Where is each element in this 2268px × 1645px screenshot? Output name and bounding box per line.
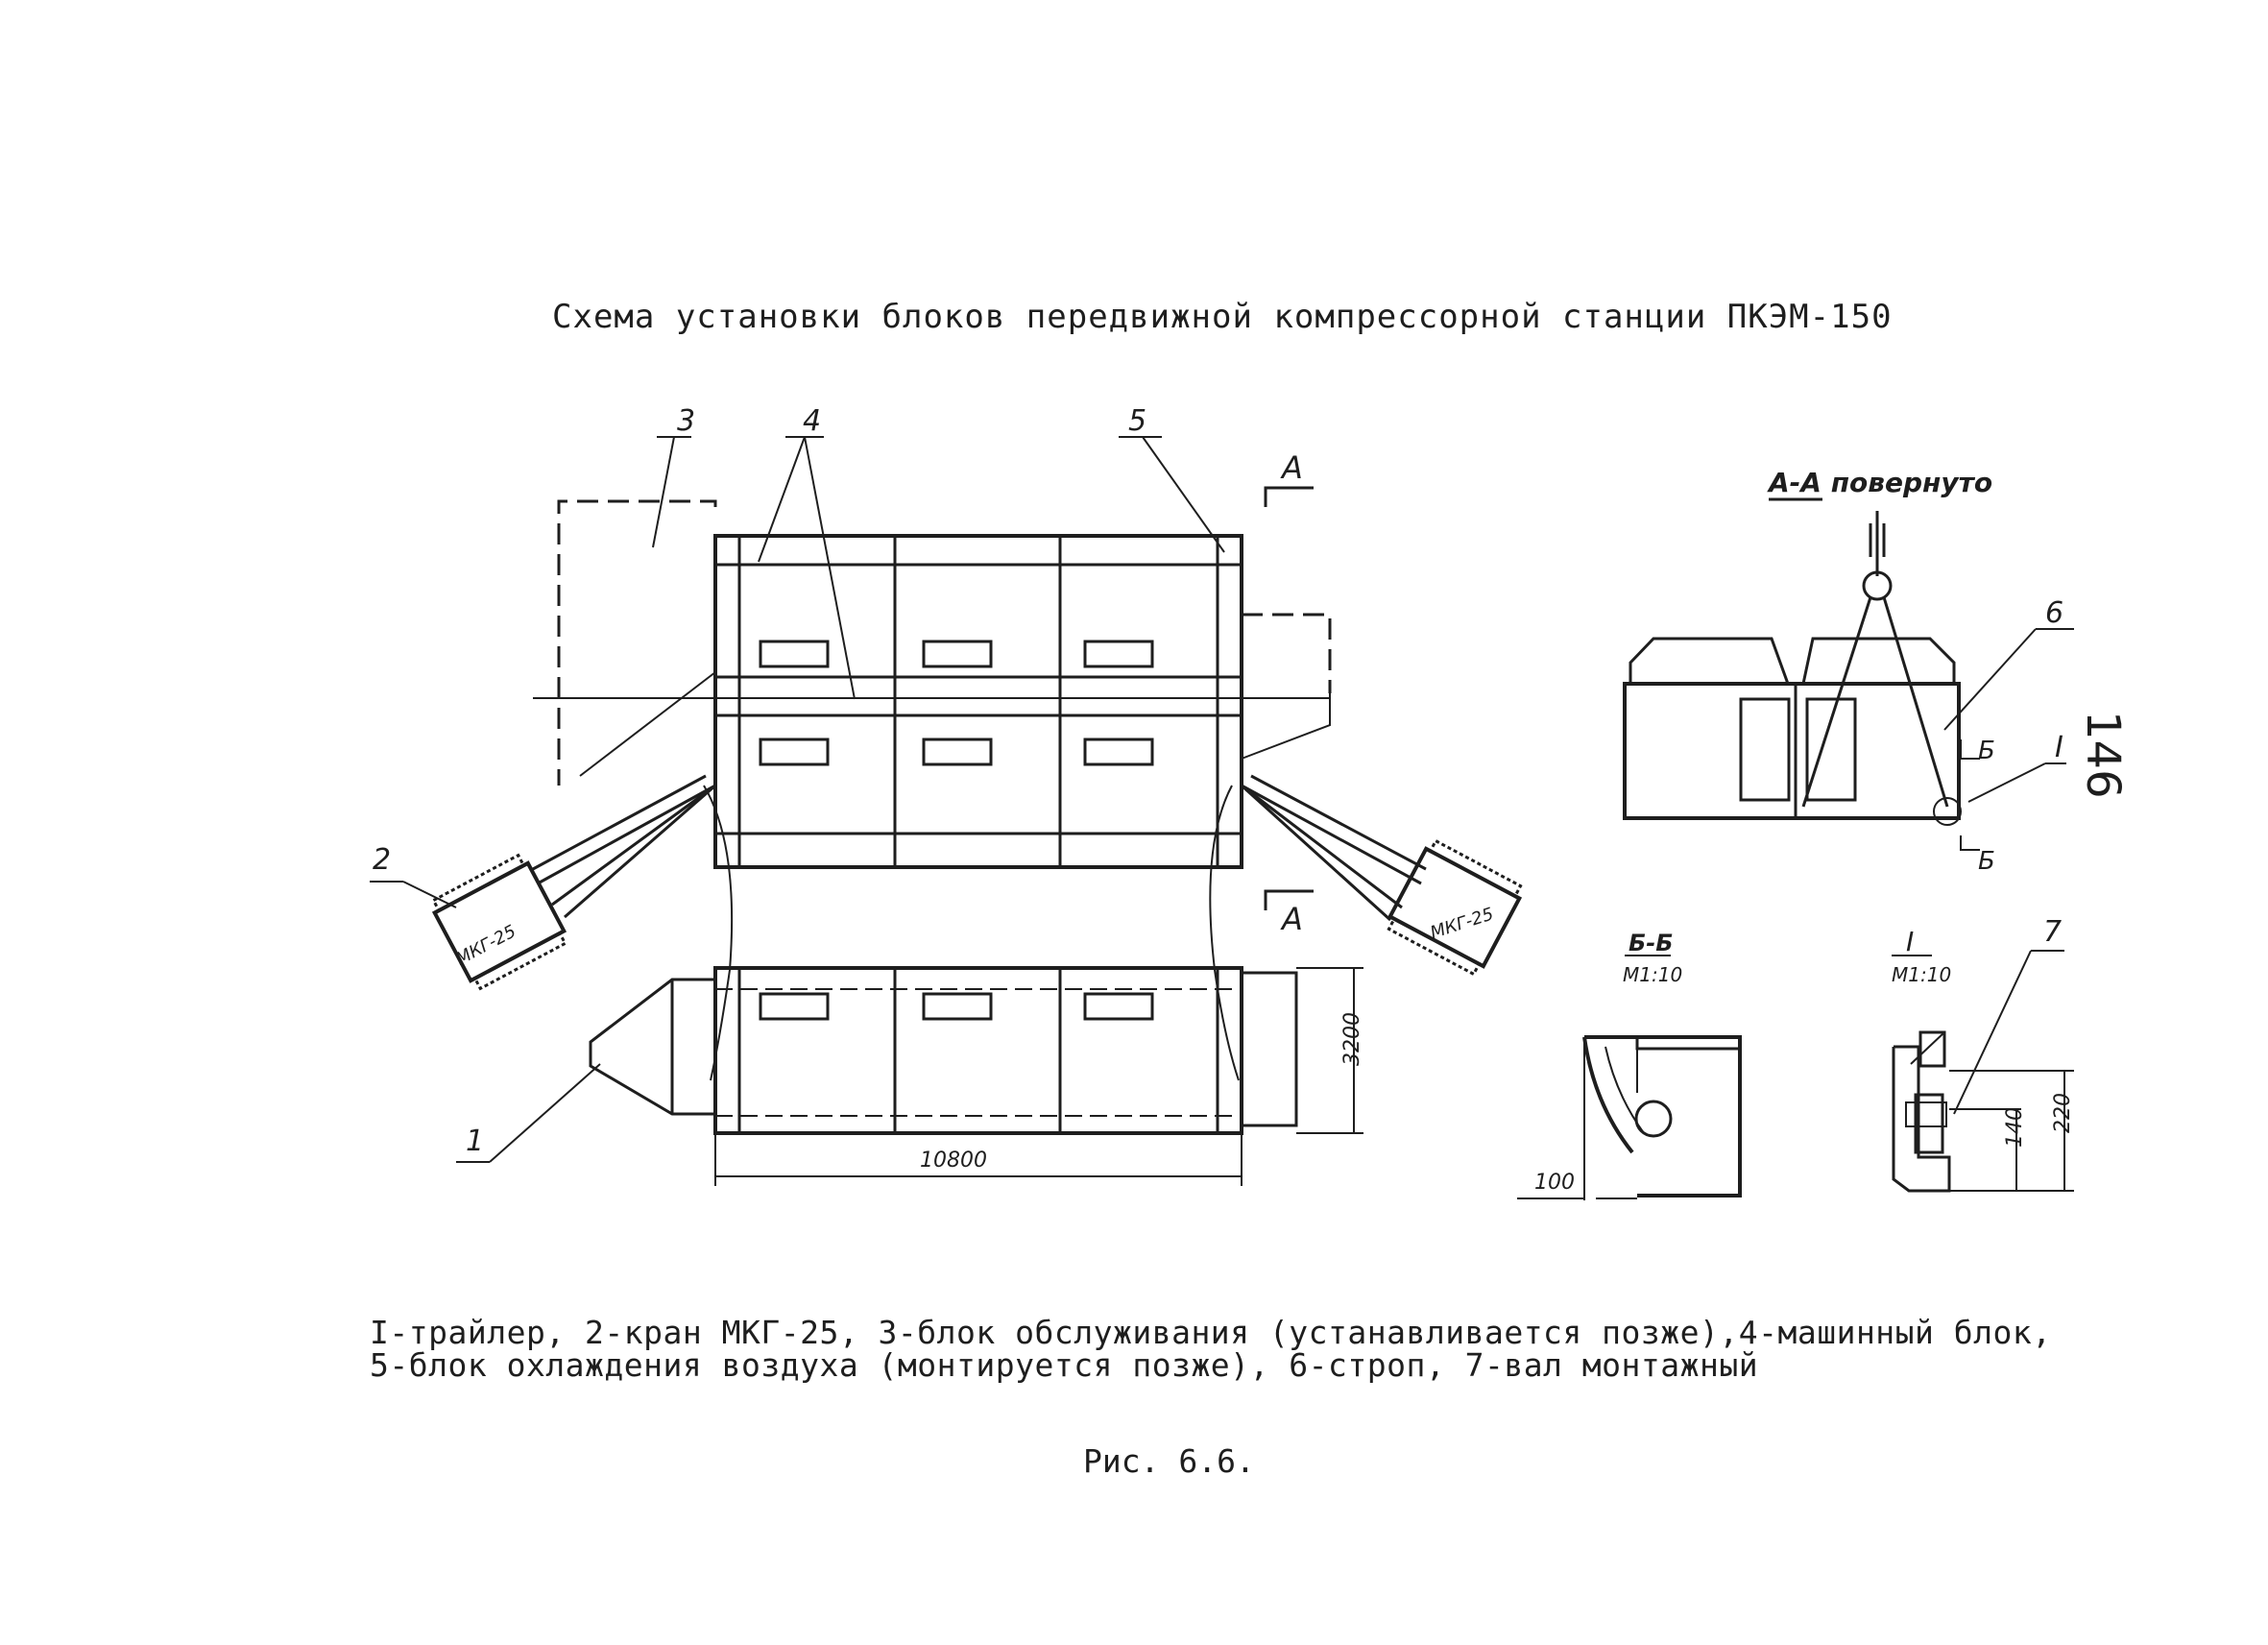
detail-bb (1517, 955, 1742, 1200)
section-a-bottom-label: А (1280, 901, 1303, 937)
cooling-block-frame (1241, 693, 1331, 760)
view-i-scale: М1:10 (1892, 963, 1951, 986)
legend-line-1: I-трайлер, 2-кран МКГ-25, 3-блок обслужи… (370, 1314, 2052, 1351)
view-aa-title: А-А повернуто (1767, 467, 1992, 498)
label-6: 6 (2045, 596, 2063, 630)
service-block-outline (557, 499, 717, 786)
sec-b-bottom-label: Б (1978, 847, 1995, 876)
trailer-view (589, 966, 1298, 1135)
leader-lines (370, 436, 1225, 1163)
view-i-title: I (1906, 926, 1914, 957)
crane-right (1240, 774, 1523, 977)
view-bb-title: Б-Б (1629, 930, 1674, 956)
detail-i-marker: I (2055, 731, 2063, 764)
sling-lines (703, 785, 1240, 1081)
figure-caption: Рис. 6.6. (1083, 1442, 1255, 1480)
section-a-top-label: А (1280, 449, 1303, 486)
crane-left-label: МКГ-25 (452, 921, 519, 969)
detail-i (1892, 950, 2074, 1193)
section-marks-a (1264, 486, 1314, 910)
crane-left (431, 774, 716, 991)
legend-line-2: 5-блок охлаждения воздуха (монтируется п… (370, 1346, 1759, 1384)
dim-gap-bb: 100 (1534, 1171, 1575, 1195)
dim-length: 10800 (920, 1149, 987, 1173)
dim-220: 220 (2051, 1093, 2075, 1133)
label-7: 7 (2043, 915, 2062, 949)
view-aa (1623, 497, 2074, 851)
label-5: 5 (1128, 404, 1146, 438)
sec-b-top-label: Б (1978, 737, 1995, 765)
label-2: 2 (373, 843, 391, 877)
cooling-block-outline (1242, 613, 1332, 693)
label-4: 4 (803, 404, 821, 438)
crane-right-label: МКГ-25 (1428, 904, 1496, 943)
label-1: 1 (466, 1125, 484, 1158)
dimension-lines (714, 967, 1363, 1186)
drawing-title: Схема установки блоков передвижной компр… (552, 298, 1893, 336)
dim-width: 3200 (1340, 1012, 1364, 1066)
dim-140: 140 (2003, 1107, 2027, 1148)
machine-blocks-plan (533, 534, 1330, 869)
label-3: 3 (677, 404, 695, 438)
view-bb-scale: М1:10 (1623, 963, 1682, 986)
service-block-frame (579, 671, 716, 777)
